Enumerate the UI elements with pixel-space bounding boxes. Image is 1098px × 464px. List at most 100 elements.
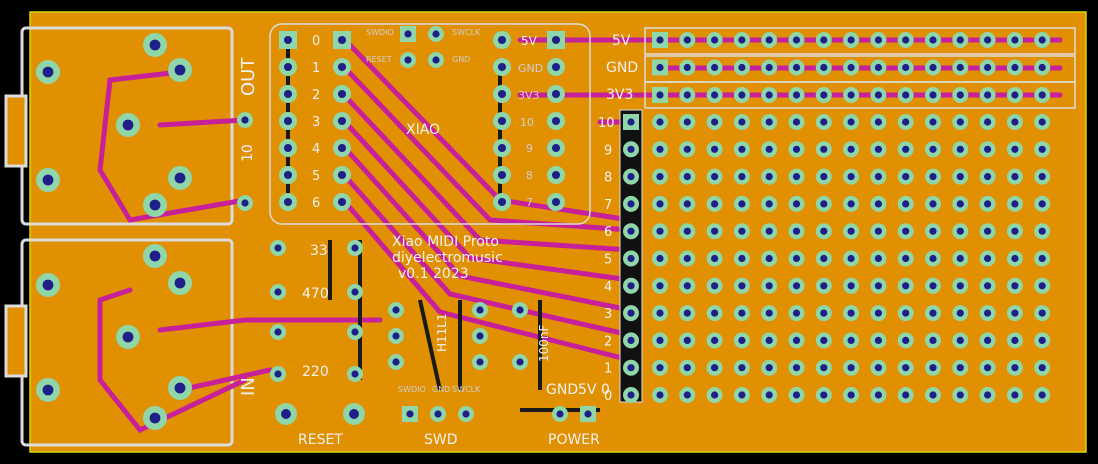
board-version: v0.1 2023 (398, 266, 469, 282)
pad-hole (929, 254, 937, 263)
xiao-module-outline (269, 23, 591, 225)
pad-hole (984, 36, 992, 44)
pad-hole (847, 336, 855, 344)
pad-hole (929, 173, 937, 181)
pad-hole (792, 282, 801, 290)
rail-5v-label: 5V (612, 33, 631, 49)
header-pin-label: 5 (604, 253, 612, 268)
pad-hole (1038, 391, 1046, 399)
midi-in-socket (4, 238, 234, 447)
pad-hole (1038, 63, 1046, 72)
pad-hole (820, 36, 828, 44)
top-swclk-label: SWCLK (452, 28, 481, 37)
pad-hole (1038, 309, 1046, 317)
pad-hole (847, 282, 855, 290)
pad-hole (337, 143, 347, 153)
pad-hole (984, 118, 992, 126)
pad-hole (956, 118, 964, 126)
pad-hole (792, 200, 801, 208)
pad-hole (847, 173, 855, 181)
pad-hole (174, 64, 186, 76)
header-pin-label: 6 (604, 225, 612, 240)
pad-hole (874, 336, 883, 344)
pad-hole (984, 173, 992, 181)
pad-hole (1011, 227, 1019, 235)
pad-hole (283, 197, 293, 207)
xiao-10-label: 10 (520, 116, 534, 129)
pad-hole (902, 254, 910, 263)
pad-hole (847, 145, 855, 153)
pad-hole (283, 35, 293, 45)
xiao-pin-label: 6 (312, 196, 320, 211)
pad-hole (351, 328, 359, 336)
pad-hole (1038, 200, 1046, 208)
pad-hole (174, 382, 186, 394)
pad-hole (1038, 91, 1046, 99)
pad-hole (984, 254, 992, 263)
pad-hole (765, 227, 773, 235)
pad-hole (149, 199, 161, 211)
pad-hole (656, 145, 664, 153)
pad-hole (847, 309, 855, 317)
pad-hole (683, 364, 691, 372)
pad-hole (738, 309, 746, 317)
swclk-label: SWCLK (452, 385, 481, 394)
pad-hole (847, 227, 855, 235)
pad-hole (337, 89, 347, 99)
pad-hole (392, 306, 400, 314)
xiao-8-label: 8 (526, 169, 533, 182)
pad-hole (1011, 200, 1019, 208)
pad-hole (874, 91, 883, 99)
mcu-label: XIAO (406, 122, 440, 138)
pad-hole (738, 145, 746, 153)
pad-hole (929, 336, 937, 344)
pad-hole (711, 254, 719, 263)
pad-hole (847, 200, 855, 208)
pad-hole (765, 118, 773, 126)
pad-hole (738, 173, 746, 181)
pad-hole (820, 391, 828, 399)
pad-hole (283, 89, 293, 99)
pad-hole (902, 309, 910, 317)
pad-hole (738, 227, 746, 235)
pad-hole (847, 254, 855, 263)
pad-hole (792, 173, 801, 181)
resistor-220-label: 220 (302, 364, 329, 380)
cap-label: 100nF (537, 324, 551, 362)
pad-hole (792, 145, 801, 153)
pad-hole (956, 91, 964, 99)
resistor-10-label: 10 (240, 144, 256, 162)
pad-hole (122, 119, 134, 131)
pad-hole (874, 63, 883, 72)
midi-out-socket (4, 26, 234, 226)
pad-hole (820, 200, 828, 208)
power-label: POWER (548, 432, 600, 448)
pad-hole (820, 336, 828, 344)
header-pin-label: 8 (604, 171, 612, 186)
power-0-label: 0 (601, 382, 610, 398)
header-pin-label: 1 (604, 362, 612, 377)
pad-hole (902, 227, 910, 235)
pad-hole (902, 118, 910, 126)
power-rails (644, 27, 1076, 109)
pad-hole (497, 116, 507, 126)
pad-hole (283, 116, 293, 126)
pad-hole (902, 173, 910, 181)
pad-hole (1011, 391, 1019, 399)
pad-hole (174, 172, 186, 184)
silkscreen: OUT IN 10 XIAO Xiao MIDI Proto diyelectr… (238, 28, 638, 448)
resistor-470-label: 470 (302, 286, 329, 302)
pad-hole (984, 336, 992, 344)
pad-hole (149, 250, 161, 262)
pad-hole (902, 364, 910, 372)
pad-hole (738, 63, 746, 72)
pad-hole (1011, 36, 1019, 44)
pad-hole (1011, 364, 1019, 372)
pad-hole (738, 36, 746, 44)
pad-hole (551, 116, 561, 126)
pad-hole (711, 200, 719, 208)
pad-hole (847, 63, 855, 72)
pad-hole (711, 391, 719, 399)
